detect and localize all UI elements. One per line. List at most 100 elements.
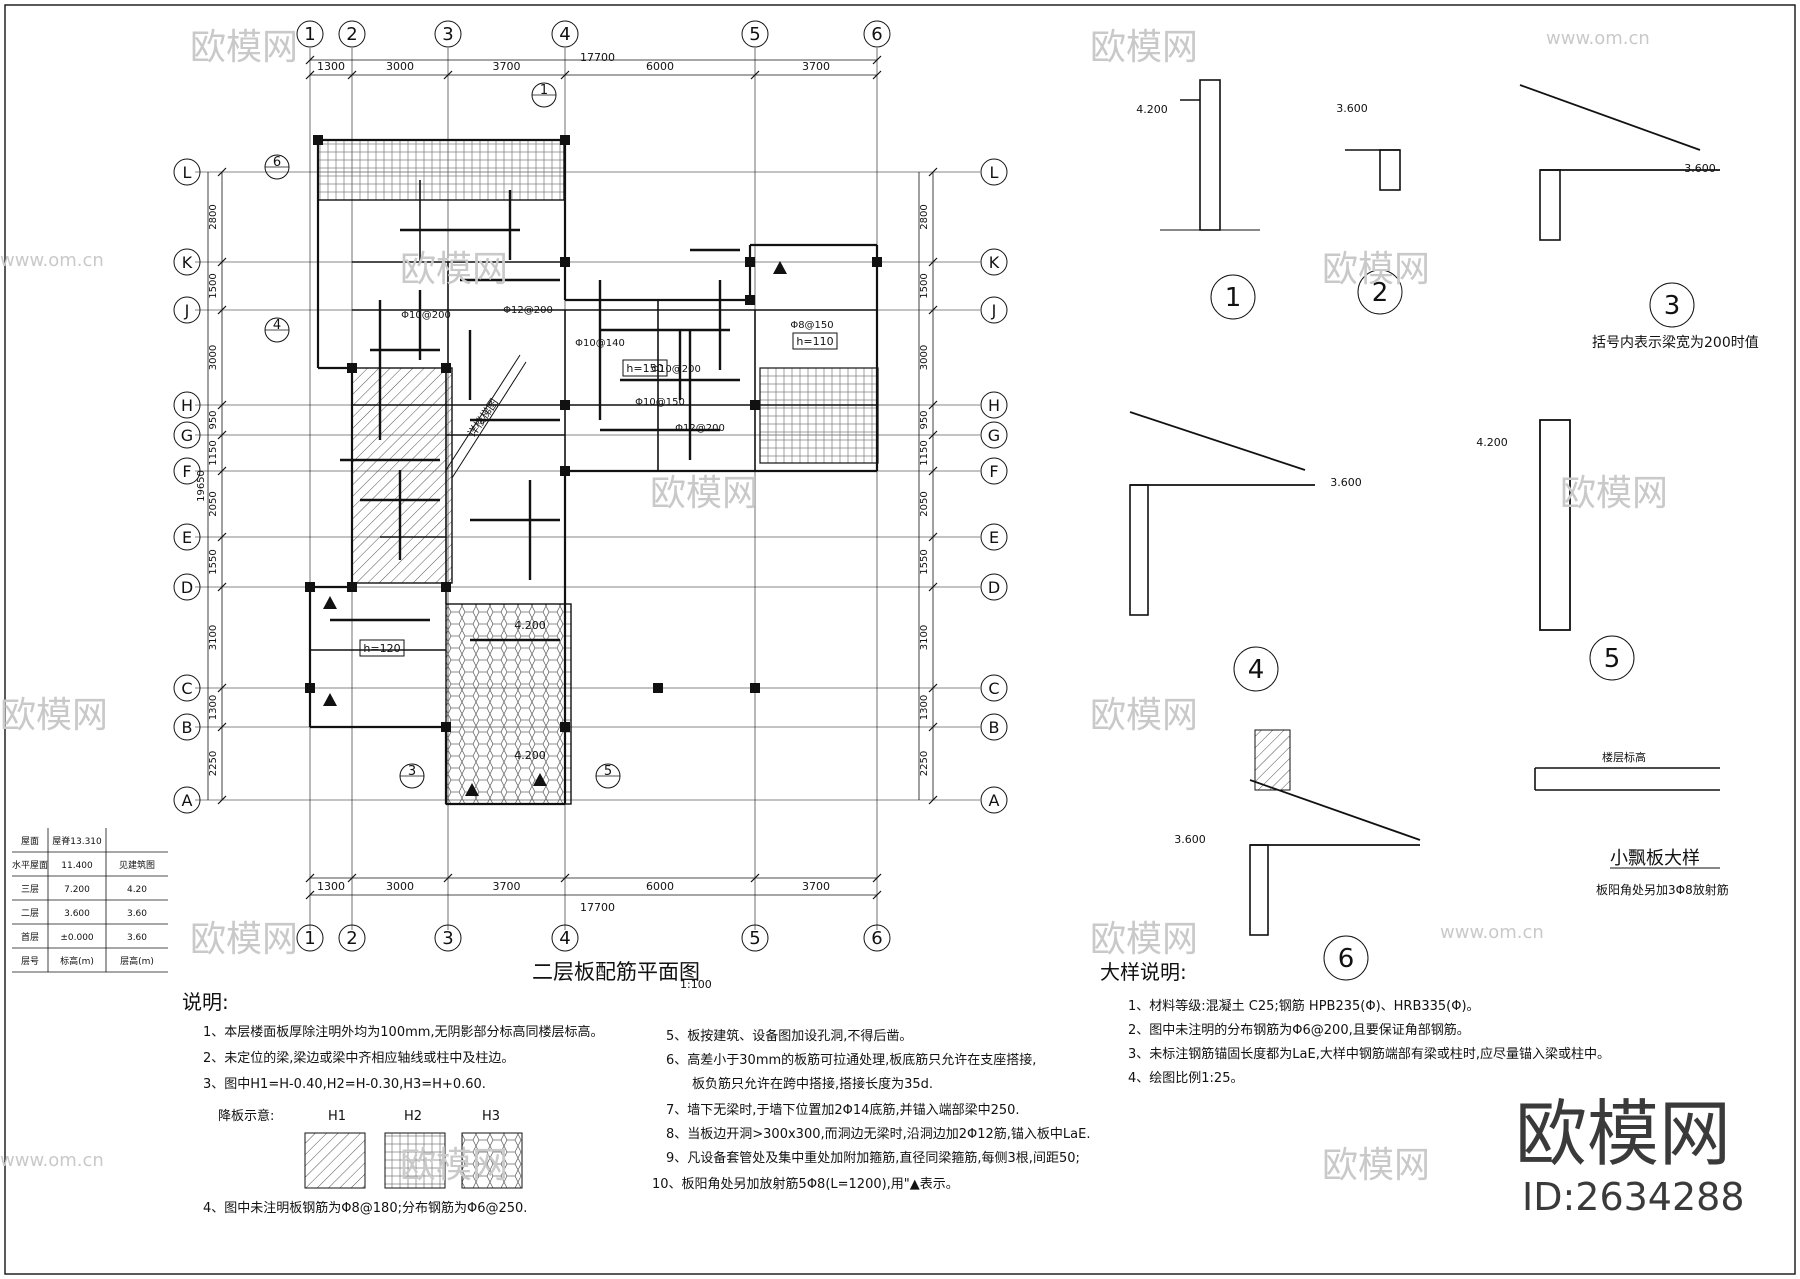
note-6: 6、高差小于30mm的板筋可拉通处理,板底筋只允许在支座搭接, xyxy=(666,1053,1037,1068)
dim-tick xyxy=(217,683,227,693)
top-dim: 1300 xyxy=(317,60,345,73)
watermark: 欧模网 xyxy=(190,27,299,68)
bottom-dim: 3700 xyxy=(493,880,521,893)
dim-tick xyxy=(928,532,938,542)
dim-tick xyxy=(217,257,227,267)
axis-label-E: E xyxy=(989,528,999,547)
small-panel-sub: 板阳角处另加3Φ8放射筋 xyxy=(1596,883,1729,897)
note-7: 7、墙下无梁时,于墙下位置加2Φ14底筋,并锚入端部梁中250. xyxy=(666,1103,1020,1118)
bottom-dim: 3700 xyxy=(802,880,830,893)
detail-elev: 3.600 xyxy=(1336,102,1368,115)
dim-tick xyxy=(928,582,938,592)
axis-label-3: 3 xyxy=(442,928,453,949)
dim-tick xyxy=(928,466,938,476)
axis-bubble-E xyxy=(980,523,1008,551)
legend-h1: H1 xyxy=(328,1109,347,1124)
column xyxy=(745,295,755,305)
right-dim: 2800 xyxy=(919,204,930,229)
detail6-slab xyxy=(1249,779,1421,841)
axis-bubble-2 xyxy=(338,924,366,952)
axis-bubble-B xyxy=(980,713,1008,741)
axis-bubble-4 xyxy=(551,20,579,48)
column xyxy=(560,400,570,410)
slab-h1 xyxy=(351,367,453,584)
axis-label-D: D xyxy=(988,578,1000,597)
column xyxy=(750,683,760,693)
legend-swatch-h3 xyxy=(461,1132,523,1189)
axis-bubble-5 xyxy=(741,20,769,48)
axis-label-L: L xyxy=(990,163,999,182)
watermark: 欧模网 xyxy=(1322,1145,1431,1186)
watermark-url: www.om.cn xyxy=(0,1150,104,1171)
dim-tick xyxy=(217,582,227,592)
dim-tick xyxy=(560,70,570,80)
axis-bubble-H xyxy=(173,391,201,419)
axis-bubble-1 xyxy=(296,20,324,48)
slab-thickness: h=120 xyxy=(363,642,400,655)
section-mark-label: 6 xyxy=(273,155,281,170)
column xyxy=(347,582,357,592)
dim-tick xyxy=(928,167,938,177)
radial-bar-mark xyxy=(323,596,337,609)
total-height: 19650 xyxy=(196,470,207,502)
dim-tick xyxy=(443,70,453,80)
axis-bubble-J xyxy=(173,296,201,324)
detail-elev: 4.200 xyxy=(1136,103,1168,116)
level-height: 3.60 xyxy=(127,909,147,919)
axis-label-E: E xyxy=(182,528,192,547)
brand-id: ID:2634288 xyxy=(1522,1175,1745,1219)
watermark: 欧模网 xyxy=(1090,27,1199,68)
rebar-label: Φ8@150 xyxy=(790,320,833,331)
axis-label-2: 2 xyxy=(346,928,357,949)
column xyxy=(305,683,315,693)
detail-bubble xyxy=(1233,646,1279,692)
column xyxy=(305,582,315,592)
axis-bubble-L xyxy=(173,158,201,186)
left-dim: 2050 xyxy=(208,491,219,516)
dim-tick xyxy=(872,55,882,65)
detail-label: 5 xyxy=(1604,644,1621,674)
level-name: 水平屋面 xyxy=(12,859,48,871)
brand-logo: 欧模网 xyxy=(1515,1092,1732,1176)
left-dim: 2800 xyxy=(208,204,219,229)
watermark: 欧模网 xyxy=(1322,249,1431,290)
stair-line xyxy=(451,361,527,479)
right-dim: 1550 xyxy=(919,549,930,574)
axis-bubble-D xyxy=(173,573,201,601)
level-height: 层高(m) xyxy=(120,955,154,967)
axis-label-6: 6 xyxy=(871,928,882,949)
axis-bubble-C xyxy=(173,674,201,702)
note-10: 10、板阳角处另加放射筋5Φ8(L=1200),用"▲表示。 xyxy=(652,1177,959,1192)
bottom-dim: 3000 xyxy=(386,880,414,893)
level-name: 屋面 xyxy=(21,836,39,847)
axis-label-G: G xyxy=(988,426,1000,445)
small-panel-level: 楼层标高 xyxy=(1602,751,1646,764)
detail-note-3: 3、未标注钢筋锚固长度都为LaE,大样中钢筋端部有梁或柱时,应尽量锚入梁或柱中。 xyxy=(1128,1047,1610,1062)
axis-bubble-A xyxy=(173,786,201,814)
legend-swatch-h1 xyxy=(304,1132,366,1189)
right-dim: 1500 xyxy=(919,273,930,298)
dim-tick xyxy=(872,70,882,80)
axis-label-K: K xyxy=(182,253,193,272)
axis-label-2: 2 xyxy=(346,24,357,45)
axis-label-5: 5 xyxy=(749,24,760,45)
detail-elev: 3.600 xyxy=(1684,162,1716,175)
axis-bubble-G xyxy=(980,421,1008,449)
left-dim: 3100 xyxy=(208,625,219,650)
axis-label-C: C xyxy=(988,679,999,698)
column xyxy=(872,257,882,267)
dim-tick xyxy=(872,890,882,900)
dim-tick xyxy=(217,795,227,805)
detail-label: 4 xyxy=(1248,655,1265,685)
axis-label-3: 3 xyxy=(442,24,453,45)
legend-swatch-h2 xyxy=(384,1132,446,1189)
dim-tick xyxy=(928,257,938,267)
axis-bubble-J xyxy=(980,296,1008,324)
dim-tick xyxy=(928,795,938,805)
detail3-slab xyxy=(1519,84,1701,151)
column xyxy=(560,722,570,732)
axis-bubble-A xyxy=(980,786,1008,814)
top-dim: 3700 xyxy=(802,60,830,73)
slab-thickness: h=150 xyxy=(626,362,663,375)
